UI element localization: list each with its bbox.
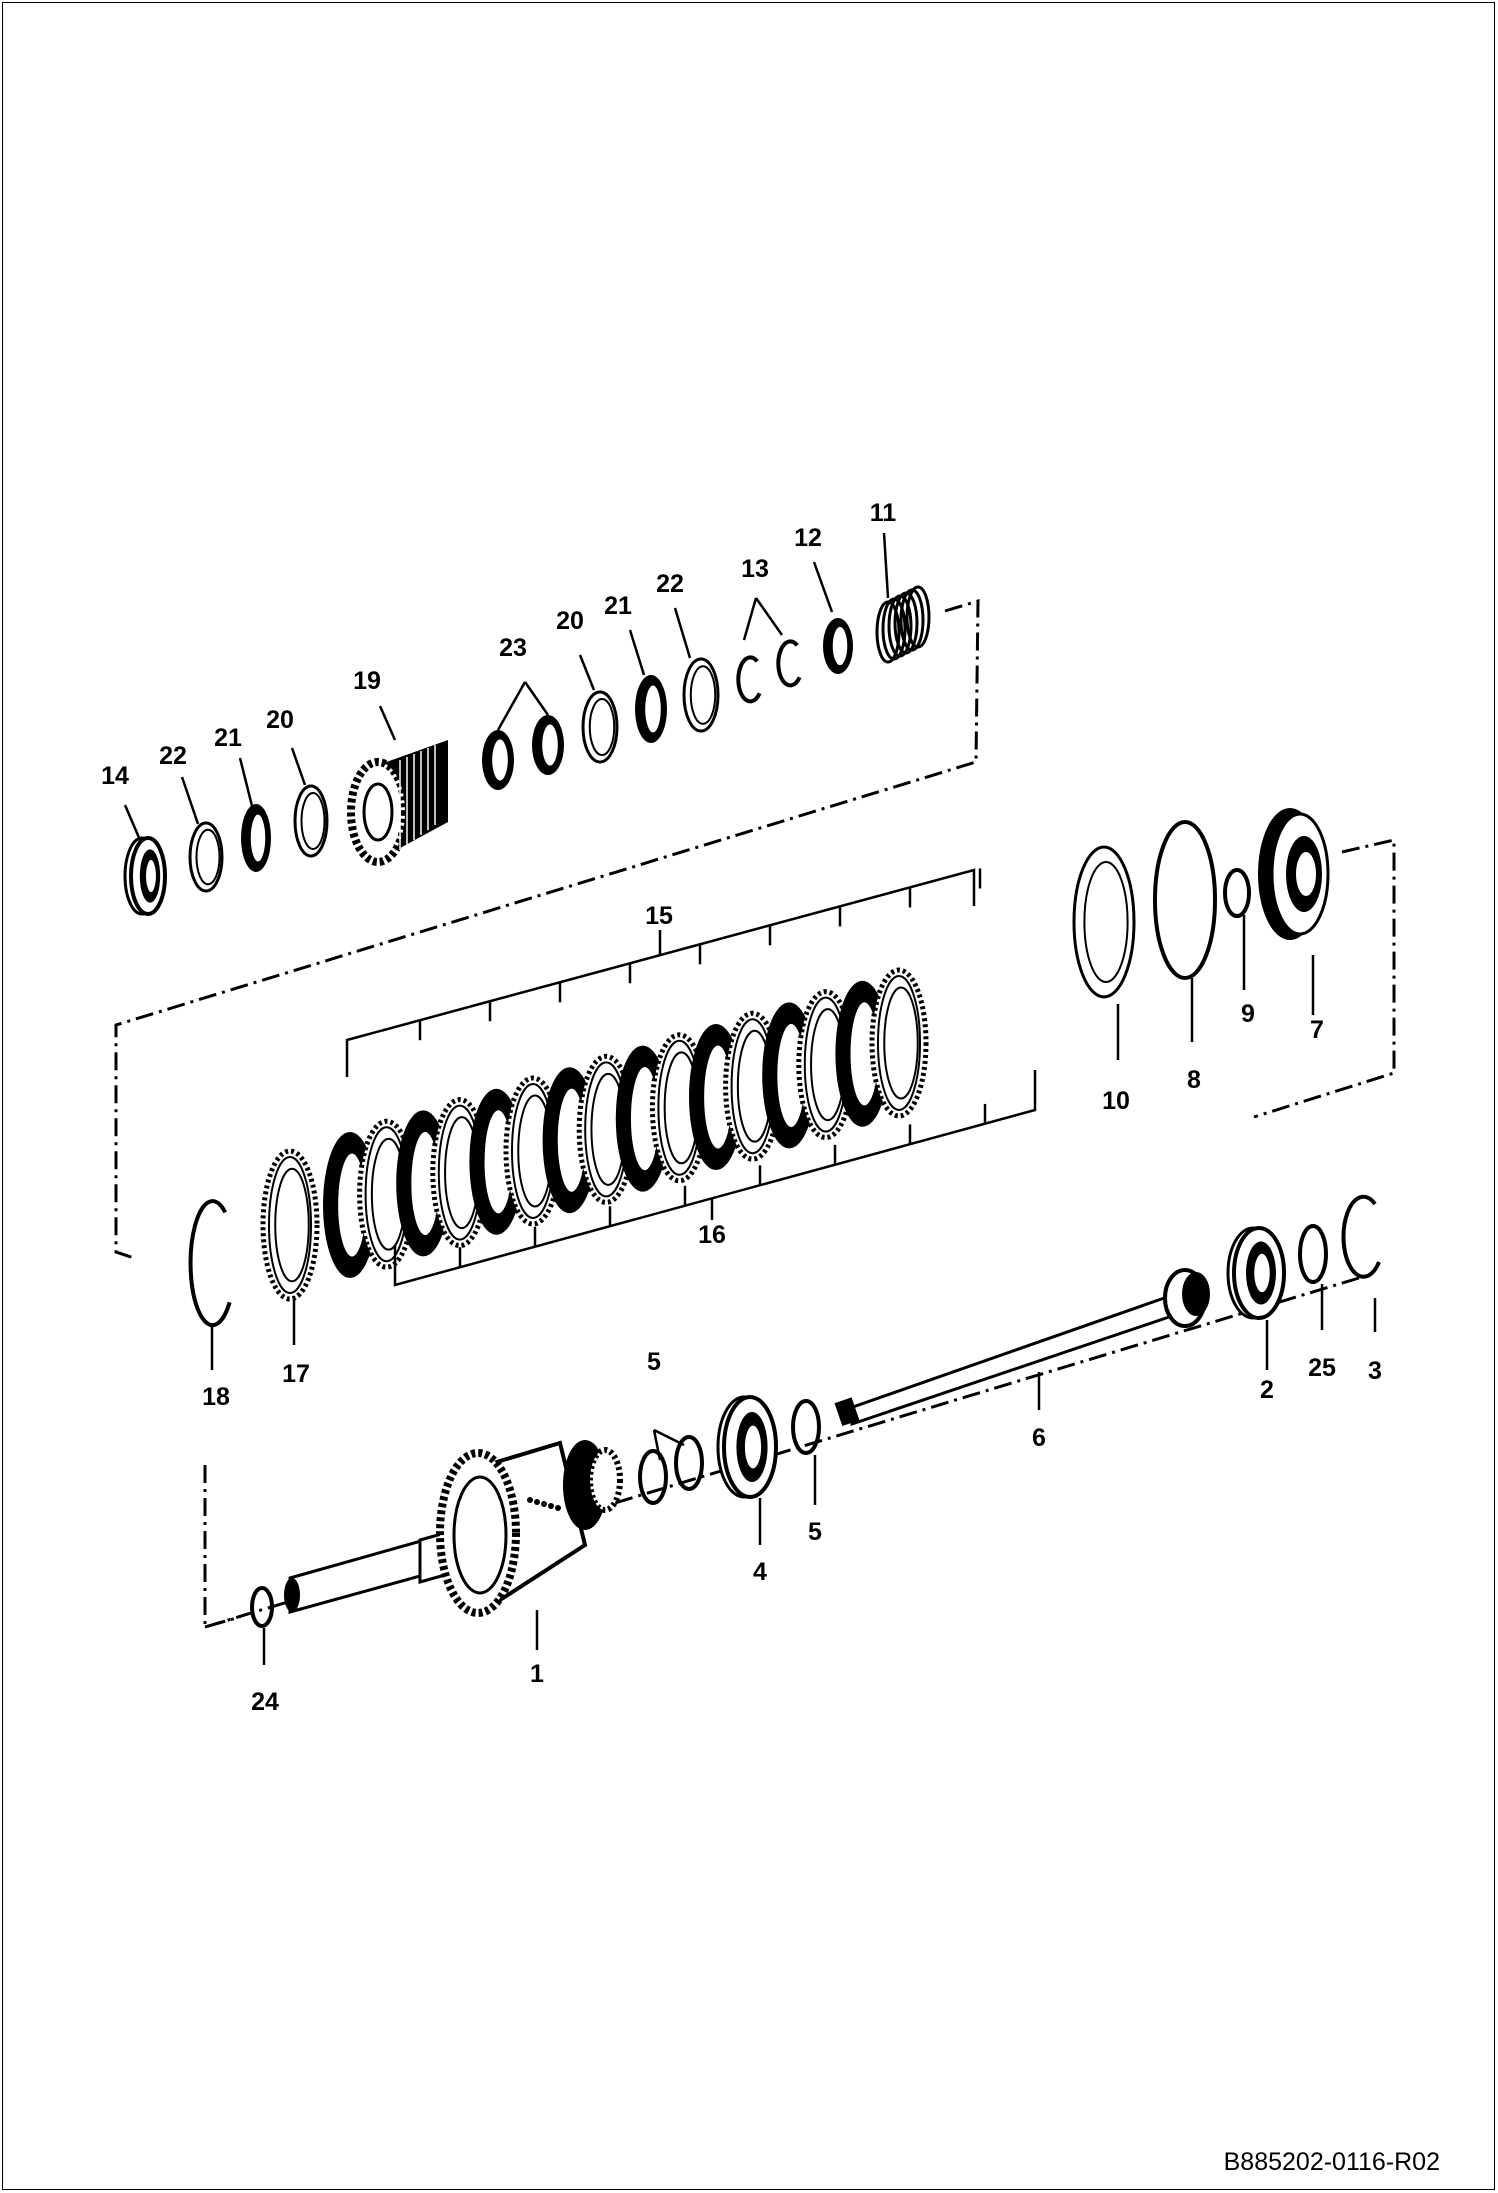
- callout-5: 5: [647, 1348, 661, 1376]
- o-ring-9: [1223, 868, 1251, 918]
- leader-line-13: [812, 561, 834, 613]
- seal-ring-5a: [638, 1449, 668, 1505]
- drawing-reference-code: B885202-0116-R02: [1224, 2148, 1440, 2176]
- leader-line-8: [578, 654, 596, 691]
- thrust-bearing-21b: [635, 675, 667, 743]
- callout-20: 20: [266, 706, 294, 734]
- callout-19: 19: [353, 667, 381, 695]
- leader-line-27: [652, 1429, 662, 1461]
- needle-bearing-23a: [482, 730, 514, 790]
- spring-ring-8: [1153, 820, 1217, 980]
- callout-4: 4: [753, 1558, 767, 1586]
- gear-19: [347, 740, 448, 866]
- bearing-14: [123, 836, 167, 916]
- callout-21: 21: [604, 592, 632, 620]
- callout-20: 20: [556, 607, 584, 635]
- callout-25: 25: [1308, 1354, 1336, 1382]
- snap-ring-24: [250, 1586, 274, 1628]
- clutch-disc-16: [869, 967, 929, 1119]
- leader-line-11: [742, 597, 758, 641]
- callout-10: 10: [1102, 1087, 1130, 1115]
- dash-outline-middle: [1253, 838, 1396, 1119]
- callout-1: 1: [530, 1660, 544, 1688]
- callout-2: 2: [1260, 1376, 1274, 1404]
- seal-ring-5b: [674, 1435, 704, 1491]
- thrust-washer-22b: [682, 657, 720, 733]
- seal-ring-13a: [736, 655, 762, 704]
- callout-6: 6: [1032, 1424, 1046, 1452]
- leader-line-3: [238, 757, 254, 807]
- thrust-washer-20b: [581, 690, 619, 764]
- callout-16: 16: [698, 1221, 726, 1249]
- piston-housing-7: [1258, 808, 1330, 940]
- callout-22: 22: [159, 742, 187, 770]
- seal-ring-13b: [776, 639, 802, 688]
- shaft-6: [834, 1268, 1210, 1427]
- clutch-drum-1: [284, 1440, 623, 1617]
- callout-8: 8: [1187, 1066, 1201, 1094]
- leader-line-1: [123, 804, 142, 841]
- spring-11: [875, 585, 931, 664]
- needle-bearing-23b: [532, 715, 564, 775]
- end-plate-17: [260, 1148, 320, 1302]
- thrust-bearing-21: [241, 804, 271, 872]
- leader-lines: [123, 532, 1377, 1665]
- shim-25: [1298, 1224, 1328, 1284]
- callout-labels: 1234556789101112131415161718192020212122…: [101, 499, 1382, 1716]
- dash-outline-left: [203, 1465, 241, 1629]
- bearing-2: [1226, 1226, 1286, 1320]
- bearing-4: [716, 1395, 778, 1499]
- parts-layer: [123, 585, 1381, 1628]
- callout-11: 11: [870, 499, 897, 527]
- callout-12: 12: [794, 524, 822, 552]
- leader-line-10: [673, 607, 692, 659]
- callout-15: 15: [645, 902, 673, 930]
- snap-ring-18: [188, 1199, 232, 1328]
- callout-17: 17: [282, 1360, 310, 1388]
- leader-line-9: [628, 629, 646, 676]
- leader-line-4: [290, 747, 307, 786]
- leader-line-5: [378, 705, 397, 741]
- callout-21: 21: [214, 724, 242, 752]
- bracket-15: [345, 868, 982, 1077]
- leader-line-2: [180, 776, 200, 825]
- leader-line-12: [754, 597, 784, 636]
- callout-18: 18: [202, 1383, 230, 1411]
- bracket-16: [393, 1070, 1037, 1287]
- leader-line-7: [523, 681, 550, 716]
- seal-ring-5c: [791, 1399, 821, 1455]
- callout-13: 13: [741, 555, 769, 583]
- callout-9: 9: [1241, 1000, 1255, 1028]
- bushing-12: [823, 618, 853, 674]
- callout-14: 14: [101, 762, 129, 790]
- leader-line-14: [882, 532, 890, 599]
- callout-3: 3: [1368, 1357, 1382, 1385]
- callout-5: 5: [808, 1518, 822, 1546]
- thrust-washer-20: [293, 784, 329, 858]
- callout-22: 22: [656, 570, 684, 598]
- callout-23: 23: [499, 634, 527, 662]
- leader-line-28: [653, 1428, 685, 1447]
- callout-7: 7: [1310, 1016, 1324, 1044]
- piston-10: [1072, 845, 1136, 999]
- dash-outline-top: [114, 598, 980, 1261]
- callout-24: 24: [251, 1688, 279, 1716]
- thrust-washer-22: [188, 821, 224, 893]
- snap-ring-3: [1341, 1194, 1381, 1279]
- leader-line-6: [496, 681, 527, 731]
